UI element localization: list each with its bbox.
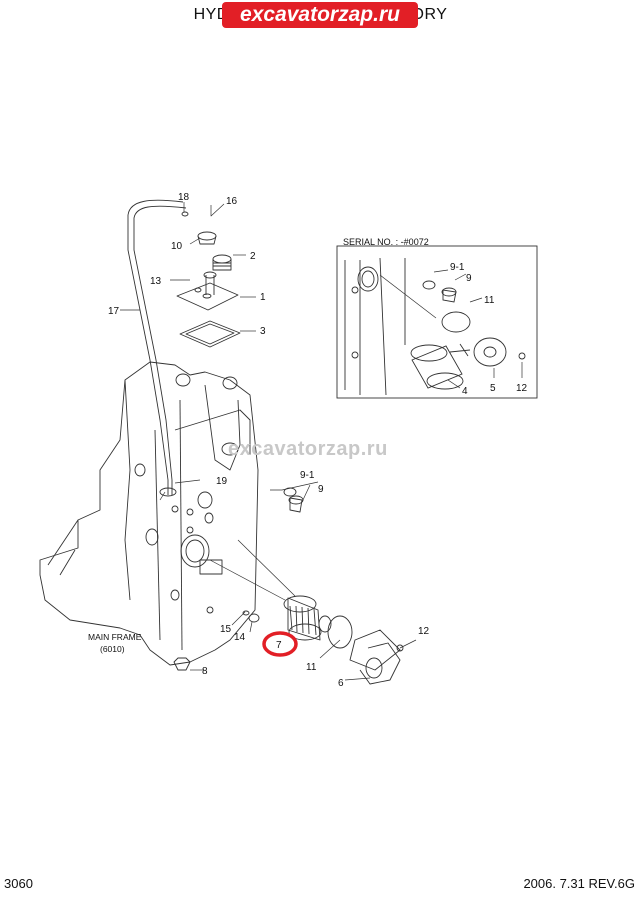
highlight-ring	[262, 631, 298, 657]
callout-13: 13	[150, 276, 162, 287]
callout-labels: 18 16 10 2 13 1 3 17 19 9-1 9 15 14 7 11…	[108, 192, 430, 689]
inset-callout-12: 12	[516, 383, 528, 394]
callout-3: 3	[260, 326, 266, 337]
inset-callout-9-1: 9-1	[450, 262, 465, 273]
callout-1: 1	[260, 292, 266, 303]
inset-callout-5: 5	[490, 383, 496, 394]
inset-callout-11: 11	[484, 295, 495, 306]
dipstick-tube	[127, 199, 184, 495]
callout-16: 16	[226, 196, 238, 207]
callout-6: 6	[338, 678, 344, 689]
callout-17: 17	[108, 306, 120, 317]
serial-label: SERIAL NO. : -#0072	[343, 237, 429, 247]
callout-8: 8	[202, 666, 208, 677]
callout-19: 19	[216, 476, 228, 487]
callout-7: 7	[276, 640, 282, 651]
inset-callout-9: 9	[466, 273, 472, 284]
page-number: 3060	[4, 876, 33, 891]
revision-date: 2006. 7.31 REV.6G	[523, 876, 635, 891]
callout-11: 11	[306, 662, 317, 673]
callout-2: 2	[250, 251, 256, 262]
inset-callout-4: 4	[462, 386, 468, 397]
cover-plate	[176, 282, 239, 311]
main-frame-label: MAIN FRAME	[88, 632, 142, 642]
callout-18: 18	[178, 192, 190, 203]
main-frame-outline	[39, 361, 259, 666]
watermark-center: excavatorzap.ru	[228, 438, 388, 460]
callout-10: 10	[171, 241, 183, 252]
callout-14: 14	[234, 632, 246, 643]
filter-element	[287, 597, 321, 641]
callout-9: 9	[318, 484, 324, 495]
main-frame-code: (6010)	[100, 644, 125, 654]
watermark-banner: excavatorzap.ru	[222, 2, 418, 28]
callout-15: 15	[220, 624, 232, 635]
serial-inset	[336, 245, 538, 399]
callout-12: 12	[418, 626, 430, 637]
callout-9-1: 9-1	[300, 470, 315, 481]
